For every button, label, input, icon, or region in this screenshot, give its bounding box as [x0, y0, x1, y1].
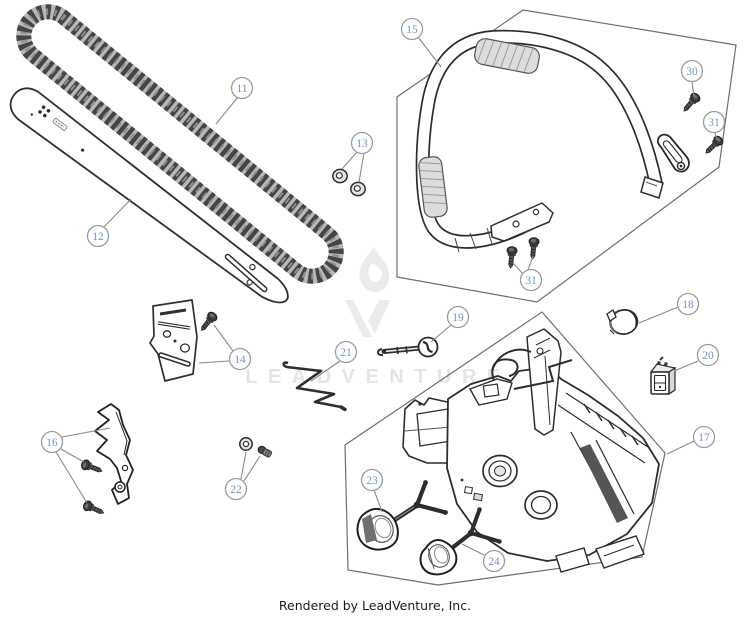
saw-chain[interactable]	[16, 4, 344, 284]
screw-16-b[interactable]	[81, 499, 107, 518]
callout-number: 11	[236, 83, 247, 95]
callout-circle	[40, 430, 64, 454]
callout-number: 31	[525, 275, 537, 287]
callout-number: 12	[92, 231, 104, 243]
callout-number: 21	[340, 347, 352, 359]
callout-circle	[224, 477, 248, 501]
footer-caption: Rendered by LeadVenture, Inc.	[278, 598, 472, 613]
hanger-clip[interactable]	[657, 133, 690, 173]
front-handle[interactable]	[415, 29, 664, 253]
screw-31-pair-b[interactable]	[527, 236, 540, 260]
cap-23[interactable]	[356, 480, 448, 551]
callout-circle	[696, 343, 720, 367]
callout-circle	[360, 468, 384, 492]
callout-circle	[228, 347, 252, 371]
callout-21[interactable]: 21	[334, 340, 358, 364]
handle-group-region	[396, 9, 737, 303]
callout-number: 24	[488, 556, 500, 568]
callout-23[interactable]: 23	[360, 468, 384, 492]
callout-circle	[86, 224, 110, 248]
plug-and-nut[interactable]	[239, 437, 273, 458]
callout-circle	[519, 268, 543, 292]
callout-circle	[446, 305, 470, 329]
screw-30[interactable]	[679, 90, 703, 115]
callout-number: 18	[682, 299, 694, 311]
callout-circle	[702, 110, 726, 134]
callout-circle	[692, 425, 716, 449]
callout-number: 13	[356, 138, 368, 150]
callout-number: 31	[708, 117, 720, 129]
callout-22[interactable]: 22	[224, 477, 248, 501]
washer-pair[interactable]	[332, 168, 366, 197]
callout-circle	[230, 76, 254, 100]
callout-number: 22	[230, 484, 242, 496]
callout-11[interactable]: 11	[230, 76, 254, 100]
callout-31-upper[interactable]: 31	[702, 110, 726, 134]
callout-number: 15	[406, 24, 418, 36]
callout-17[interactable]: 17	[692, 425, 716, 449]
housing-group-region	[344, 311, 666, 586]
cap-24[interactable]	[419, 507, 502, 576]
inner-guide-plate[interactable]	[149, 299, 220, 382]
callout-circle	[350, 131, 374, 155]
spiked-bumper[interactable]	[79, 403, 134, 518]
callout-number: 23	[366, 475, 378, 487]
callout-30[interactable]: 30	[680, 59, 704, 83]
handle-grip-pad-top	[474, 38, 540, 74]
callout-circle	[482, 549, 506, 573]
handle-grip-pad-left	[418, 156, 448, 218]
engine-housing[interactable]	[402, 328, 660, 573]
callout-24[interactable]: 24	[482, 549, 506, 573]
callout-circle	[334, 340, 358, 364]
callout-15[interactable]: 15	[400, 17, 424, 41]
callout-circle	[400, 17, 424, 41]
callout-circle	[676, 292, 700, 316]
callout-number: 19	[452, 312, 464, 324]
guide-bar[interactable]	[4, 81, 297, 312]
callout-31-lower[interactable]: 31	[519, 268, 543, 292]
callout-number: 20	[702, 350, 714, 362]
callout-18[interactable]: 18	[676, 292, 700, 316]
callout-number: 30	[686, 66, 698, 78]
callout-number: 14	[234, 354, 246, 366]
callout-19[interactable]: 19	[446, 305, 470, 329]
bar-stud[interactable]	[377, 336, 439, 358]
callout-circle	[680, 59, 704, 83]
rocker-switch[interactable]	[649, 356, 677, 396]
callout-16[interactable]: 16	[40, 430, 64, 454]
callouts: 11 12 13 14 15 16 17 18 19 20 21 22 23 2…	[40, 17, 726, 573]
callout-13[interactable]: 13	[350, 131, 374, 155]
leadventure-logo	[345, 247, 390, 337]
callout-number: 17	[698, 432, 710, 444]
callout-number: 16	[46, 437, 58, 449]
leader-lines	[55, 36, 718, 556]
cover-cap[interactable]	[606, 307, 640, 337]
tension-rod[interactable]	[282, 361, 347, 412]
screw-14[interactable]	[197, 310, 220, 334]
callout-20[interactable]: 20	[696, 343, 720, 367]
callout-12[interactable]: 12	[86, 224, 110, 248]
callout-14[interactable]: 14	[228, 347, 252, 371]
